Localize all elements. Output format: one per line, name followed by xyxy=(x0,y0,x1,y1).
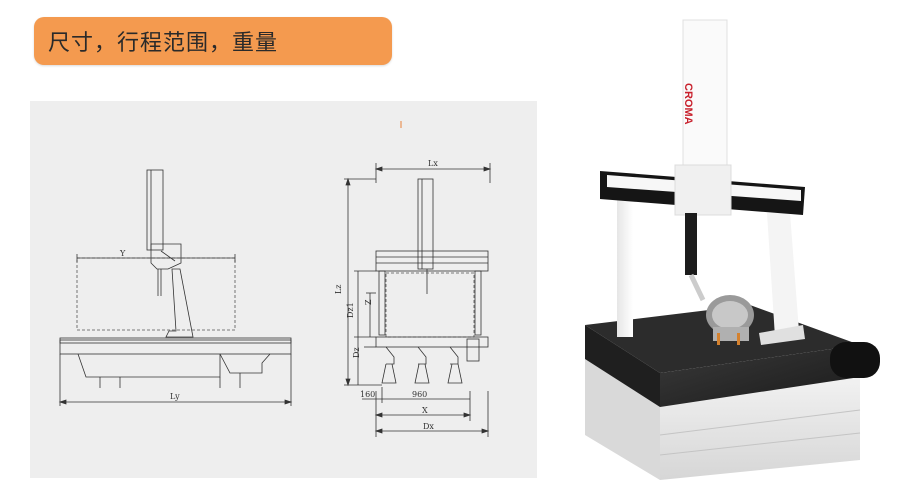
brand-logo: CROMA xyxy=(682,83,694,125)
dim-label-dz: Dz xyxy=(352,347,361,358)
dim-label-dx: Dx xyxy=(423,422,434,431)
dim-label-y: Y xyxy=(119,249,126,258)
cmm-machine-photo: CROMA xyxy=(575,15,885,485)
dim-label-z: Z xyxy=(364,299,373,305)
front-view xyxy=(344,121,492,437)
dim-label-lz: Lz xyxy=(334,284,343,294)
dimension-drawing: Y Ly Lx Lz Dz1 Z Dz 160 960 X Dx xyxy=(58,121,492,437)
dim-label-x: X xyxy=(422,406,428,415)
section-title: 尺寸，行程范围，重量 xyxy=(48,31,279,56)
dim-label-dz1: Dz1 xyxy=(346,302,355,318)
dim-label-span: 960 xyxy=(412,390,427,399)
dim-label-lx: Lx xyxy=(428,159,438,168)
dim-label-offset: 160 xyxy=(360,390,375,399)
cmm-machine-illustration: CROMA xyxy=(585,19,880,480)
side-view xyxy=(58,169,293,406)
dimension-drawing-panel: Y Ly Lx Lz Dz1 Z Dz 160 960 X Dx xyxy=(30,101,537,478)
section-title-banner: 尺寸，行程范围，重量 xyxy=(34,17,392,65)
dim-label-ly: Ly xyxy=(170,392,180,401)
